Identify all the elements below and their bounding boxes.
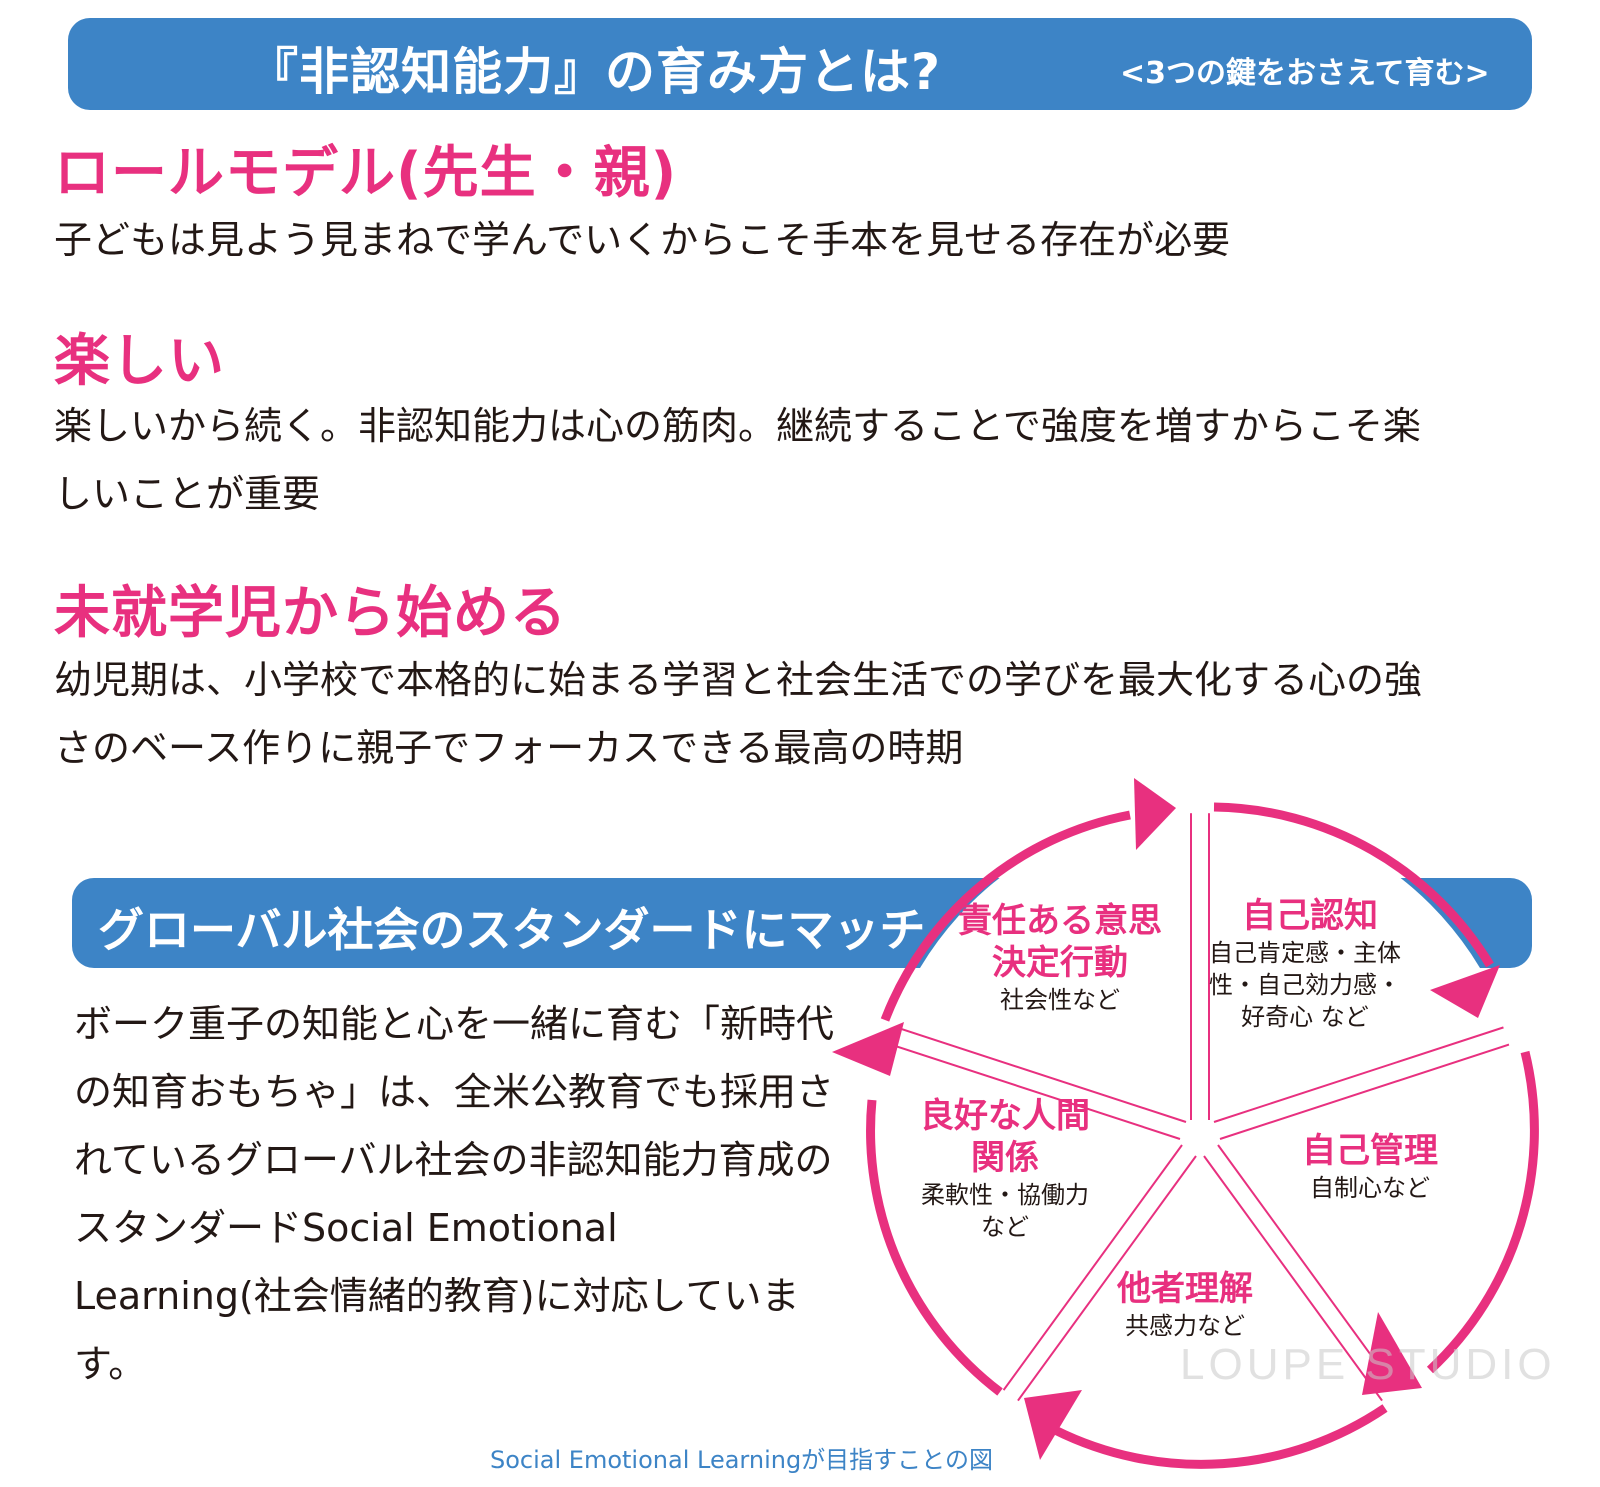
section-heading-role-model: ロールモデル(先生・親) (54, 141, 678, 206)
segment-desc: 柔軟性・協働力 など (921, 1181, 1089, 1241)
cycle-arcs (866, 802, 1539, 1469)
page-subtitle: <3つの鍵をおさえて育む> (1120, 56, 1490, 91)
arc-self-management (1426, 1050, 1539, 1374)
section-body-fun: 楽しいから続く。非認知能力は心の筋肉。継続することで強度を増すからこそ楽しいこと… (54, 404, 1421, 516)
segment-desc: 共感力など (1125, 1312, 1245, 1340)
segment-social-awareness: 他者理解 共感力など (1100, 1268, 1270, 1342)
section-body-role-model: 子どもは見よう見まねで学んでいくからこそ手本を見せる存在が必要 (54, 218, 1231, 262)
watermark: LOUPE STUDIO (1180, 1340, 1556, 1389)
section-body-preschool: 幼児期は、小学校で本格的に始まる学習と社会生活での学びを最大化する心の強さのベー… (54, 658, 1423, 770)
segment-self-management: 自己管理 自制心など (1280, 1130, 1460, 1204)
arrowhead-lower-left-icon (1024, 1390, 1082, 1460)
page-title: 『非認知能力』の育み方とは? (248, 43, 942, 101)
diagram-background (874, 809, 1526, 1461)
segment-responsible-decision-making: 責任ある意思決定行動 社会性など (950, 900, 1170, 1016)
arrowhead-lower-right-icon (1362, 1312, 1422, 1395)
title-banner: 『非認知能力』の育み方とは? <3つの鍵をおさえて育む> (68, 18, 1532, 110)
segment-relationship-skills: 良好な人間関係 柔軟性・協働力 など (915, 1095, 1095, 1243)
cycle-arrowheads (832, 778, 1500, 1460)
segment-title: 責任ある意思決定行動 (958, 901, 1162, 983)
arc-social-awareness (1052, 1404, 1388, 1469)
diagram-caption: Social Emotional Learningが目指すことの図 (490, 1446, 993, 1474)
arc-self-awareness (1213, 802, 1494, 968)
segment-title: 自己管理 (1302, 1131, 1438, 1171)
section-heading-fun: 楽しい (54, 329, 225, 394)
arrowhead-top-icon (1134, 778, 1176, 850)
arc-decision (880, 810, 1131, 1022)
segment-title: 良好な人間関係 (920, 1096, 1090, 1178)
segment-title: 自己認知 (1242, 896, 1378, 936)
segment-desc: 社会性など (1000, 986, 1120, 1014)
segment-desc: 自己肯定感・主体性・自己効力感・好奇心 など (1209, 939, 1401, 1031)
global-body: ボーク重子の知能と心を一緒に育む「新時代の知育おもちゃ」は、全米公教育でも採用さ… (74, 1002, 835, 1386)
section-heading-preschool: 未就学児から始める (54, 581, 567, 646)
segment-desc: 自制心など (1310, 1174, 1430, 1202)
arrowhead-right-icon (1430, 965, 1500, 1018)
segment-title: 他者理解 (1117, 1269, 1253, 1309)
segment-dividers (878, 813, 1522, 1418)
segment-self-awareness: 自己認知 自己肯定感・主体性・自己効力感・好奇心 など (1200, 895, 1420, 1033)
global-title: グローバル社会のスタンダードにマッチ (98, 903, 926, 957)
arrowhead-left-icon (832, 1022, 904, 1076)
arc-relationship (866, 1099, 1003, 1396)
